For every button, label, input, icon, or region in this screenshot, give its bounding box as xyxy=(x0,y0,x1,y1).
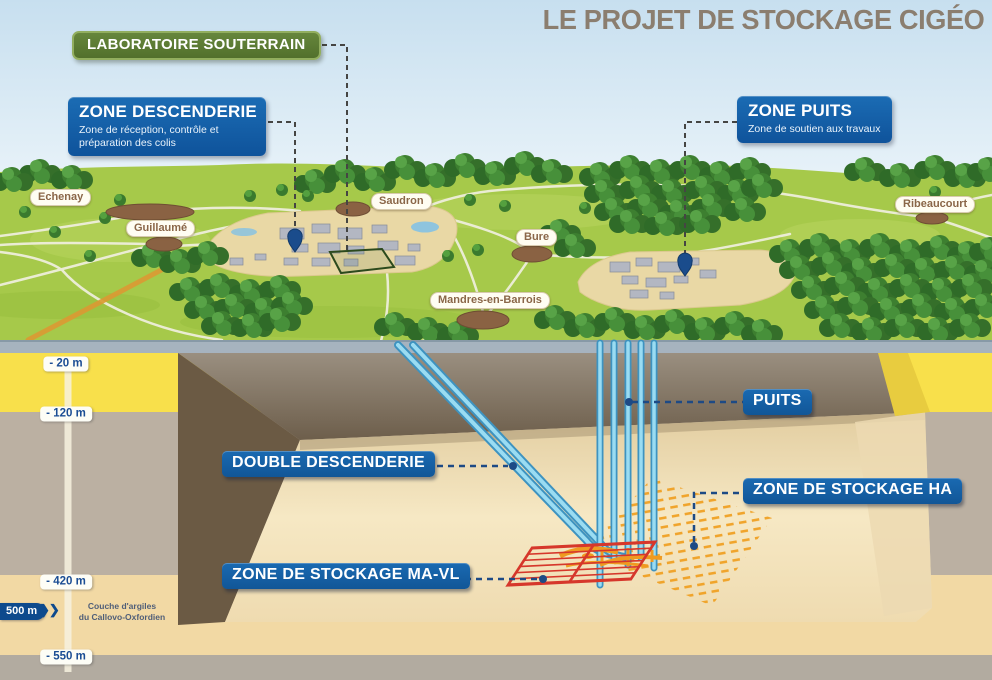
depth-marker-420m: - 420 m xyxy=(40,574,92,590)
tag-double-descenderie: DOUBLE DESCENDERIE xyxy=(222,451,435,477)
left-wall xyxy=(178,353,300,625)
connector-dots xyxy=(509,398,698,583)
shaft-tubes xyxy=(596,339,658,589)
village-label-echenay: Echenay xyxy=(30,189,92,206)
depth-marker-20m: - 20 m xyxy=(43,356,89,372)
location-pin-icon xyxy=(287,228,693,277)
clay-layer-note: Couche d'argiles du Callovo-Oxfordien xyxy=(72,601,172,623)
underground-connectors xyxy=(437,400,743,581)
callout-zone-puits-subtitle: Zone de soutien aux travaux xyxy=(748,123,881,135)
laboratory-surface-outline xyxy=(328,247,396,275)
village-label-guillaume: Guillaumé xyxy=(126,220,196,237)
clay-layer-note-line1: Couche d'argiles xyxy=(87,601,157,611)
callout-zone-puits-title: ZONE PUITS xyxy=(748,101,853,120)
village-label-ribeaucourt: Ribeaucourt xyxy=(895,196,976,213)
depth-marker-550m: - 550 m xyxy=(40,649,92,665)
tag-zone-stockage-mavl: ZONE DE STOCKAGE MA-VL xyxy=(222,563,470,589)
page-title: LE PROJET DE STOCKAGE CIGÉO xyxy=(542,4,984,35)
right-yellow-wedge xyxy=(878,353,930,416)
scale-badge-500m: 500 m xyxy=(0,603,46,620)
village-label-saudron: Saudron xyxy=(371,193,432,210)
tag-zone-stockage-ha: ZONE DE STOCKAGE HA xyxy=(743,478,963,504)
callout-laboratoire-label: LABORATOIRE SOUTERRAIN xyxy=(87,36,306,53)
callout-zone-puits: ZONE PUITS Zone de soutien aux travaux xyxy=(737,96,892,143)
callout-laboratoire-souterrain: LABORATOIRE SOUTERRAIN xyxy=(72,31,321,60)
stratum-base-gray xyxy=(0,655,992,680)
callout-zone-descenderie-title: ZONE DESCENDERIE xyxy=(79,102,257,121)
right-ramp xyxy=(855,412,932,616)
stratum-topsoil-edge xyxy=(0,340,992,342)
surface-connectors xyxy=(268,44,737,266)
village-footprints xyxy=(105,201,949,330)
mavl-storage-grid xyxy=(505,540,658,587)
chevrons-icon: ❯❯ xyxy=(39,602,60,617)
village-label-mandres: Mandres-en-Barrois xyxy=(430,292,550,309)
callout-zone-descenderie-subtitle: Zone de réception, contrôle et préparati… xyxy=(79,124,219,149)
callout-zone-descenderie: ZONE DESCENDERIE Zone de réception, cont… xyxy=(68,97,266,157)
stratum-topsoil xyxy=(0,340,992,353)
back-wall xyxy=(178,353,925,440)
village-label-bure: Bure xyxy=(516,229,558,246)
tag-puits: PUITS xyxy=(743,389,812,415)
clay-layer-note-line2: du Callovo-Oxfordien xyxy=(78,612,166,623)
ponds xyxy=(231,221,439,236)
depth-marker-120m: - 120 m xyxy=(40,406,92,422)
